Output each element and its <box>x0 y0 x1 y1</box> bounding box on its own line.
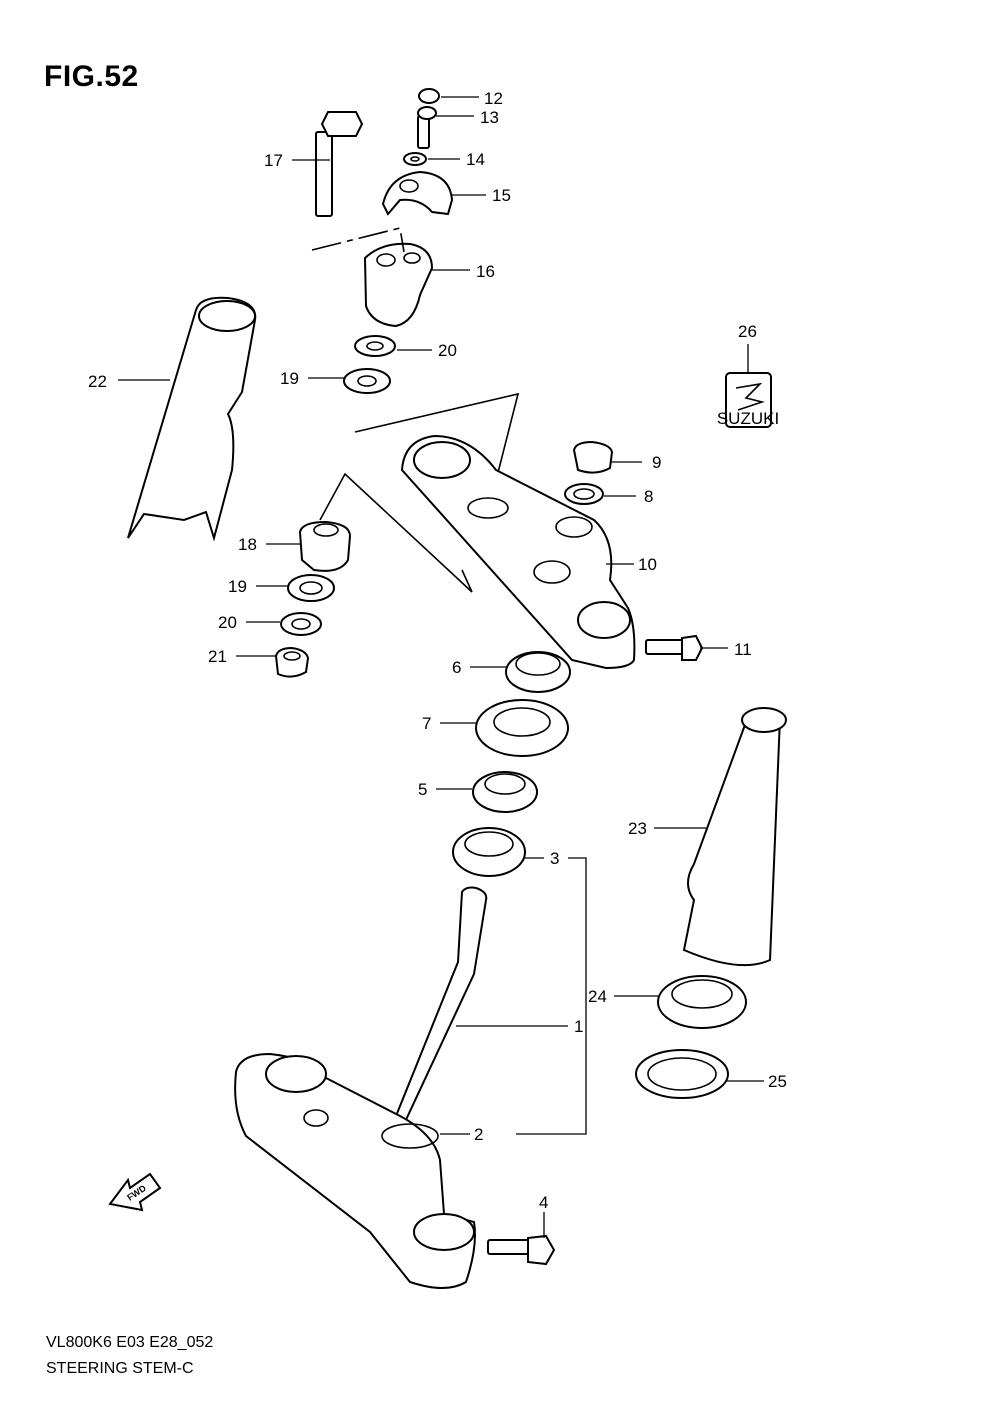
part-23-fork-cover-right[interactable] <box>682 707 787 967</box>
part-22-fork-cover-left[interactable] <box>127 296 257 542</box>
part-13-bolt[interactable] <box>417 106 437 149</box>
emblem-text: SUZUKI <box>717 409 779 428</box>
part-1-steering-stem[interactable] <box>394 886 488 1126</box>
part-19-washer-lower[interactable] <box>287 574 335 602</box>
callout-22: 22 <box>88 372 107 391</box>
callout-19-upper: 19 <box>280 369 299 388</box>
part-12-cap[interactable] <box>418 88 440 104</box>
callout-17: 17 <box>264 151 283 170</box>
part-24-ring-nut[interactable] <box>657 975 747 1029</box>
fwd-arrow-icon: FWD <box>108 1172 162 1212</box>
part-16-handlebar-holder-lower[interactable] <box>363 242 434 328</box>
callout-11: 11 <box>734 640 752 659</box>
callout-4: 4 <box>539 1193 548 1212</box>
callout-25: 25 <box>768 1072 787 1091</box>
callout-14: 14 <box>466 150 485 169</box>
callout-3: 3 <box>550 849 559 868</box>
callout-10: 10 <box>638 555 657 574</box>
part-19-washer-upper[interactable] <box>343 368 391 394</box>
part-11-bolt[interactable] <box>645 634 704 661</box>
callout-20-upper: 20 <box>438 341 457 360</box>
callout-26: 26 <box>738 322 757 341</box>
callout-6: 6 <box>452 658 461 677</box>
part-20-washer-lower[interactable] <box>280 612 322 636</box>
part-7-dust-seal[interactable] <box>475 699 569 757</box>
part-10-upper-bracket[interactable] <box>400 434 636 670</box>
part-18-damper[interactable] <box>298 520 352 572</box>
leader-lines <box>118 96 764 1238</box>
callout-19-lower: 19 <box>228 577 247 596</box>
callout-18: 18 <box>238 535 257 554</box>
callout-8: 8 <box>644 487 653 506</box>
callout-21: 21 <box>208 647 227 666</box>
part-9-cap-nut[interactable] <box>572 440 614 474</box>
part-6-lock-nut[interactable] <box>505 651 571 693</box>
callout-15: 15 <box>492 186 511 205</box>
diagram-title: STEERING STEM-C <box>46 1360 194 1377</box>
part-2-lower-bracket[interactable] <box>234 1052 476 1289</box>
part-25-washer[interactable] <box>635 1049 729 1099</box>
callout-24: 24 <box>588 987 607 1006</box>
part-8-washer[interactable] <box>564 483 604 505</box>
callout-12: 12 <box>484 89 503 108</box>
part-26-emblem[interactable]: SUZUKI <box>717 372 779 428</box>
part-14-washer[interactable] <box>403 152 427 166</box>
callout-1: 1 <box>574 1017 583 1036</box>
callout-5: 5 <box>418 780 427 799</box>
callout-7: 7 <box>422 714 431 733</box>
part-15-handlebar-holder-upper[interactable] <box>381 170 454 216</box>
model-code: VL800K6 E03 E28_052 <box>46 1334 214 1351</box>
figure-label: FIG.52 <box>44 60 139 93</box>
part-17-long-bolt[interactable] <box>315 111 364 217</box>
callout-9: 9 <box>652 453 661 472</box>
callout-2: 2 <box>474 1125 483 1144</box>
part-5-bearing[interactable] <box>472 771 538 813</box>
callout-20-lower: 20 <box>218 613 237 632</box>
callout-23: 23 <box>628 819 647 838</box>
part-20-washer-upper[interactable] <box>354 335 396 357</box>
part-4-bolt[interactable] <box>487 1234 556 1266</box>
part-21-nut[interactable] <box>274 646 310 678</box>
callout-16: 16 <box>476 262 495 281</box>
part-3-bearing[interactable] <box>452 827 526 877</box>
callout-13: 13 <box>480 108 499 127</box>
